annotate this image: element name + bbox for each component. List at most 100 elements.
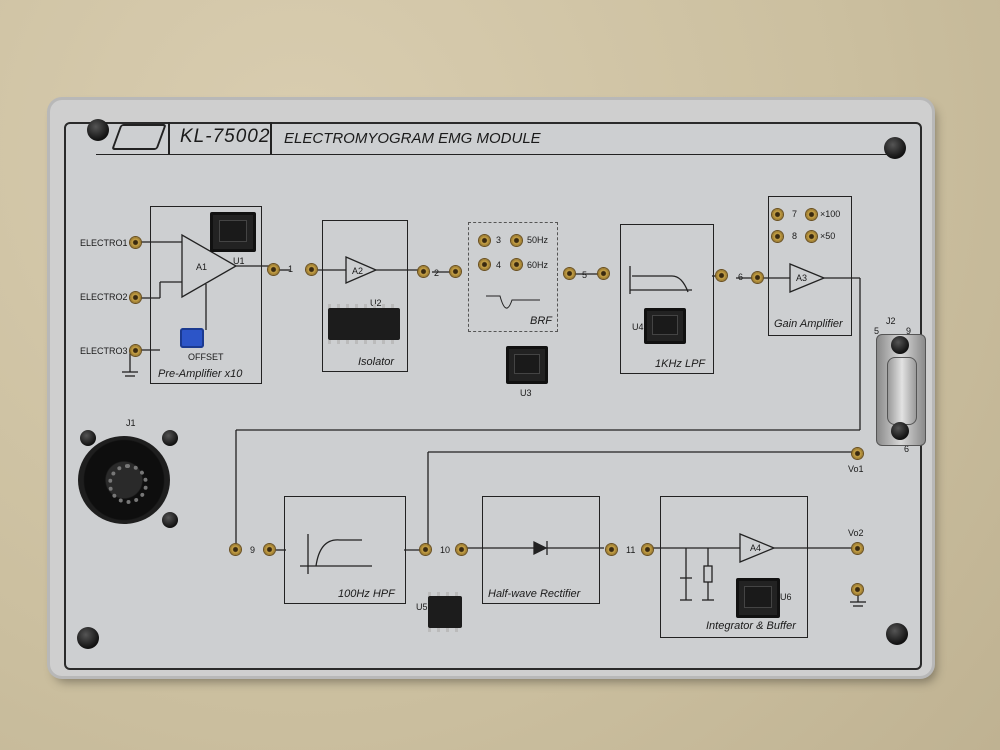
node-out-rect-jack[interactable]: [606, 544, 617, 555]
gain-amp-label: A3: [796, 273, 808, 283]
node-2-jack[interactable]: [450, 266, 461, 277]
gain-jack-8[interactable]: [772, 231, 783, 242]
preamp-amp-label: A1: [196, 262, 208, 272]
hpf-ref: U5: [416, 602, 428, 612]
node-10-jack[interactable]: [456, 544, 467, 555]
brf-block: [468, 222, 558, 332]
isolator-label: Isolator: [358, 356, 395, 368]
screw-top-left: [87, 119, 109, 141]
vo2-label: Vo2: [848, 528, 864, 538]
j1-screw-tr: [162, 430, 178, 446]
gain-jack-x100[interactable]: [806, 209, 817, 220]
j2-screw-top: [891, 336, 909, 354]
preamp-label: Pre-Amplifier x10: [158, 368, 243, 380]
electro3-label: ELECTRO3: [80, 346, 128, 356]
lpf-ref: U4: [632, 322, 644, 332]
header-divider-2: [270, 122, 272, 154]
vo2-jack[interactable]: [852, 543, 863, 554]
electro1-label: ELECTRO1: [80, 238, 128, 248]
ground-jack[interactable]: [852, 584, 863, 595]
electro1-jack[interactable]: [130, 237, 141, 248]
j2-label: J2: [886, 316, 896, 326]
header-bar: [96, 122, 896, 155]
isolator-ref: U2: [370, 298, 382, 308]
node-10-label: 10: [440, 545, 451, 555]
screw-bottom-right: [886, 623, 908, 645]
screw-top-right: [884, 137, 906, 159]
brf-jack-60b[interactable]: [511, 259, 522, 270]
node-out-u2-jack[interactable]: [418, 266, 429, 277]
gain-x50: ×50: [820, 231, 836, 241]
gain-jack-7[interactable]: [772, 209, 783, 220]
brf-ref: U3: [520, 388, 532, 398]
node-out-u3-jack[interactable]: [564, 268, 575, 279]
integrator-label: Integrator & Buffer: [706, 620, 796, 632]
j2-screw-bottom: [891, 422, 909, 440]
gain-num-8: 8: [792, 231, 798, 241]
brf-num-4: 4: [496, 260, 502, 270]
node-6-jack[interactable]: [752, 272, 763, 283]
rectifier-block: [482, 496, 600, 604]
vo1-label: Vo1: [848, 464, 864, 474]
brf-50hz: 50Hz: [527, 235, 549, 245]
node-1-jack[interactable]: [306, 264, 317, 275]
j1-label: J1: [126, 418, 136, 428]
node-9-label: 9: [250, 545, 256, 555]
j1-screw-br: [162, 512, 178, 528]
preamp-block: [150, 206, 262, 384]
preamp-ref: U1: [233, 256, 245, 266]
lpf-block: [620, 224, 714, 374]
brf-jack-50a[interactable]: [479, 235, 490, 246]
offset-trimmer[interactable]: [180, 328, 204, 348]
node-11-jack[interactable]: [642, 544, 653, 555]
node-out-u1-jack[interactable]: [268, 264, 279, 275]
u5-chip: [428, 592, 462, 632]
isolator-amp-label: A2: [352, 266, 364, 276]
electro2-label: ELECTRO2: [80, 292, 128, 302]
brf-label: BRF: [530, 315, 552, 327]
hpf-block: [284, 496, 406, 604]
node-out-u4-jack[interactable]: [716, 270, 727, 281]
electro2-jack[interactable]: [130, 292, 141, 303]
brf-jack-60a[interactable]: [479, 259, 490, 270]
j2-pin9-label: 9: [906, 326, 912, 336]
j2-pin6-label: 6: [904, 444, 910, 454]
lpf-label: 1KHz LPF: [655, 358, 706, 370]
brf-jack-50b[interactable]: [511, 235, 522, 246]
node-5-jack[interactable]: [598, 268, 609, 279]
u4-chip-socket: [644, 308, 686, 344]
isolator-block: [322, 220, 408, 372]
node-2-label: 2: [434, 268, 440, 278]
rectifier-label: Half-wave Rectifier: [488, 588, 581, 600]
offset-label: OFFSET: [188, 352, 224, 362]
hpf-label: 100Hz HPF: [338, 588, 395, 600]
gain-num-7: 7: [792, 209, 798, 219]
node-5-label: 5: [582, 270, 588, 280]
j2-shell: [887, 357, 917, 425]
gain-jack-x50[interactable]: [806, 231, 817, 242]
node-out-u5-jack[interactable]: [420, 544, 431, 555]
j1-screw-tl: [80, 430, 96, 446]
brf-num-3: 3: [496, 235, 502, 245]
j2-pin5-label: 5: [874, 326, 880, 336]
header-divider-1: [168, 122, 170, 154]
screw-bottom-left: [77, 627, 99, 649]
electro3-jack[interactable]: [130, 345, 141, 356]
integrator-amp-label: A4: [750, 543, 762, 553]
u6-chip-socket: [736, 578, 780, 618]
node-6-label: 6: [738, 272, 744, 282]
node-9-jack[interactable]: [264, 544, 275, 555]
node-1-label: 1: [288, 264, 294, 274]
module-title: ELECTROMYOGRAM EMG MODULE: [284, 130, 541, 147]
integrator-ref: U6: [780, 592, 792, 602]
u3-chip-socket: [506, 346, 548, 384]
gain-label: Gain Amplifier: [774, 318, 843, 330]
j1-connector[interactable]: [78, 436, 170, 524]
j1-pin-ring: [108, 464, 148, 504]
node-in-9-jack[interactable]: [230, 544, 241, 555]
vo1-jack[interactable]: [852, 448, 863, 459]
u1-chip-socket: [210, 212, 256, 252]
brf-60hz: 60Hz: [527, 260, 549, 270]
u2-chip: [328, 304, 400, 344]
model-number: KL-75002: [180, 126, 271, 147]
